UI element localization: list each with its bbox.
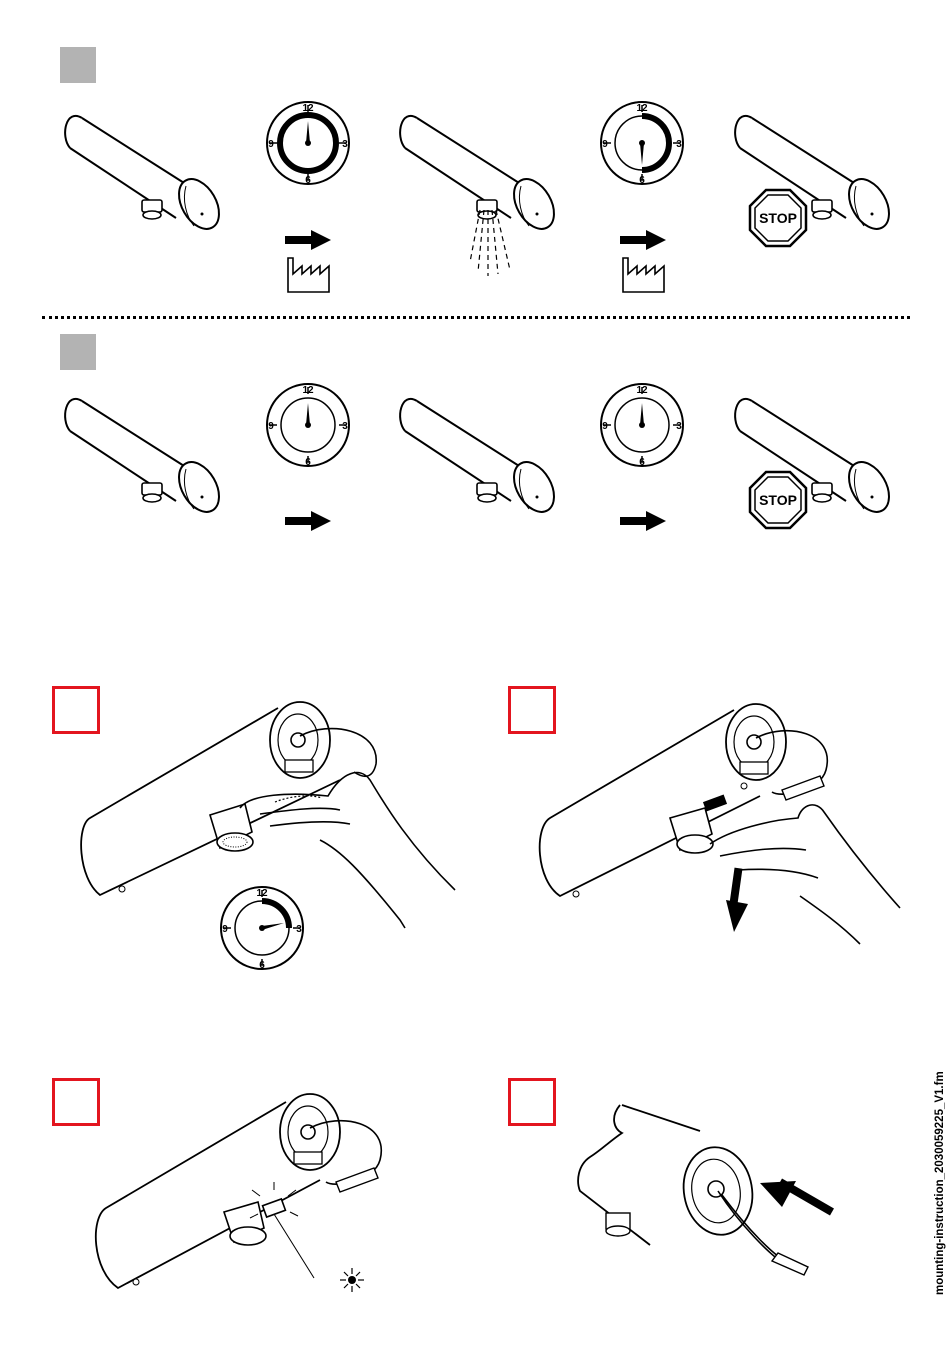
section-divider — [42, 316, 910, 319]
step-4-marker — [508, 1078, 556, 1126]
step-1-illustration: 12 3 6 9 — [60, 700, 480, 980]
stop-sign-icon: STOP — [750, 190, 806, 246]
clock-label-6: 6 — [639, 457, 645, 468]
faucet-body-icon — [400, 116, 562, 236]
clock-label-12: 12 — [636, 385, 648, 396]
document-reference: mounting-instruction_2030059225_V1.fm — [934, 1071, 946, 1295]
arrow-right-icon — [620, 511, 666, 531]
clock-label-3: 3 — [676, 139, 682, 150]
step-3-illustration — [80, 1090, 420, 1320]
clock-timer-icon: 12 3 6 9 — [601, 384, 683, 468]
clock-label-9: 9 — [602, 139, 608, 150]
section-b-sequence: 12 3 6 9 12 3 6 9 STOP — [0, 330, 950, 550]
clock-label-12: 12 — [636, 103, 648, 114]
clock-label-9: 9 — [602, 421, 608, 432]
water-spray-icon — [470, 210, 510, 276]
clock-timer-icon: 12 3 6 9 — [221, 887, 303, 971]
stop-label: STOP — [759, 210, 797, 226]
arrow-right-icon — [285, 511, 331, 531]
arrow-insert-icon — [760, 1179, 834, 1216]
stop-label: STOP — [759, 492, 797, 508]
faucet-body-icon — [65, 399, 227, 519]
clock-label-9: 9 — [222, 924, 228, 935]
clock-label-12: 12 — [256, 888, 268, 899]
section-a-sequence: 12 3 6 9 12 3 6 9 STOP — [0, 0, 950, 310]
stop-sign-icon: STOP — [750, 472, 806, 528]
clock-timer-icon: 12 3 6 9 — [267, 384, 349, 468]
clock-timer-icon: 12 3 6 9 — [601, 102, 683, 186]
arrow-right-icon — [620, 230, 666, 250]
clock-label-3: 3 — [296, 924, 302, 935]
clock-label-6: 6 — [259, 960, 265, 971]
step-2-illustration — [520, 700, 940, 950]
factory-icon — [623, 258, 664, 292]
led-flash-icon — [340, 1268, 364, 1292]
arrow-down-icon — [726, 868, 748, 932]
clock-label-3: 3 — [342, 139, 348, 150]
clock-label-3: 3 — [342, 421, 348, 432]
factory-icon — [288, 258, 329, 292]
clock-label-6: 6 — [305, 457, 311, 468]
clock-label-12: 12 — [302, 103, 314, 114]
clock-timer-icon: 12 3 6 9 — [267, 102, 349, 186]
faucet-body-icon — [400, 399, 562, 519]
clock-label-6: 6 — [639, 175, 645, 186]
faucet-body-icon — [65, 116, 227, 236]
arrow-right-icon — [285, 230, 331, 250]
clock-label-6: 6 — [305, 175, 311, 186]
step-4-illustration — [550, 1095, 850, 1285]
clock-label-12: 12 — [302, 385, 314, 396]
clock-label-9: 9 — [268, 421, 274, 432]
clock-label-9: 9 — [268, 139, 274, 150]
clock-label-3: 3 — [676, 421, 682, 432]
connector-icon — [782, 776, 824, 800]
connector-icon — [772, 1253, 808, 1275]
